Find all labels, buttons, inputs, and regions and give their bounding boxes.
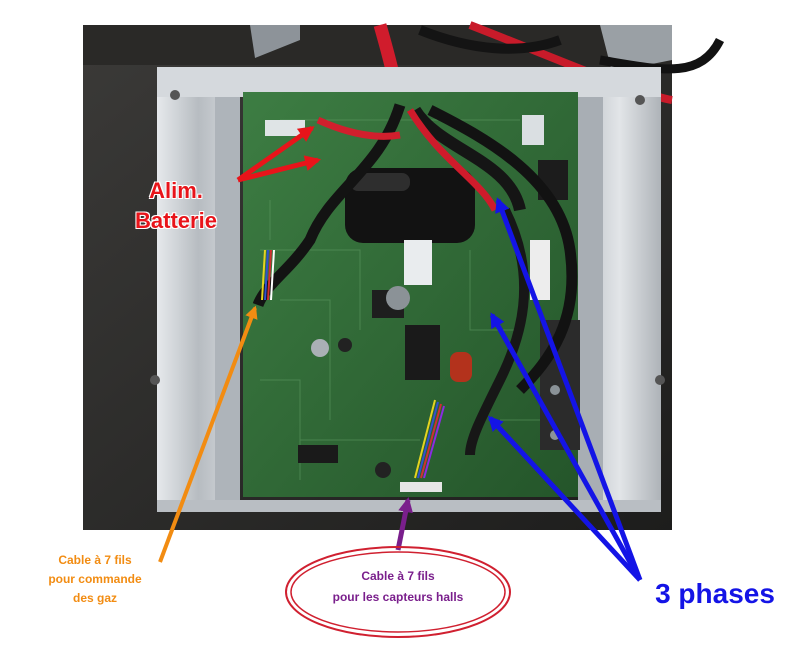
throttle-label-line2: pour commande bbox=[48, 572, 142, 586]
hall-label-line1: Cable à 7 fils bbox=[361, 569, 435, 583]
throttle-label-line1: Cable à 7 fils bbox=[58, 553, 132, 567]
throttle-label-line3: des gaz bbox=[72, 591, 117, 605]
hall-sensor-label: Cable à 7 fils pour les capteurs halls bbox=[286, 566, 510, 608]
battery-label-line2: Batterie bbox=[135, 208, 217, 233]
phase-arrows bbox=[487, 197, 643, 582]
battery-label-line1: Alim. bbox=[149, 178, 203, 203]
phases-label: 3 phases bbox=[655, 578, 775, 609]
battery-label: Alim. Batterie bbox=[96, 176, 256, 236]
throttle-label: Cable à 7 fils pour commande des gaz bbox=[4, 551, 186, 608]
hall-arrow bbox=[395, 497, 414, 551]
hall-label-line2: pour les capteurs halls bbox=[332, 590, 464, 604]
battery-arrows bbox=[236, 125, 322, 183]
throttle-arrow bbox=[158, 305, 258, 563]
hall-label-ellipse bbox=[285, 546, 511, 638]
